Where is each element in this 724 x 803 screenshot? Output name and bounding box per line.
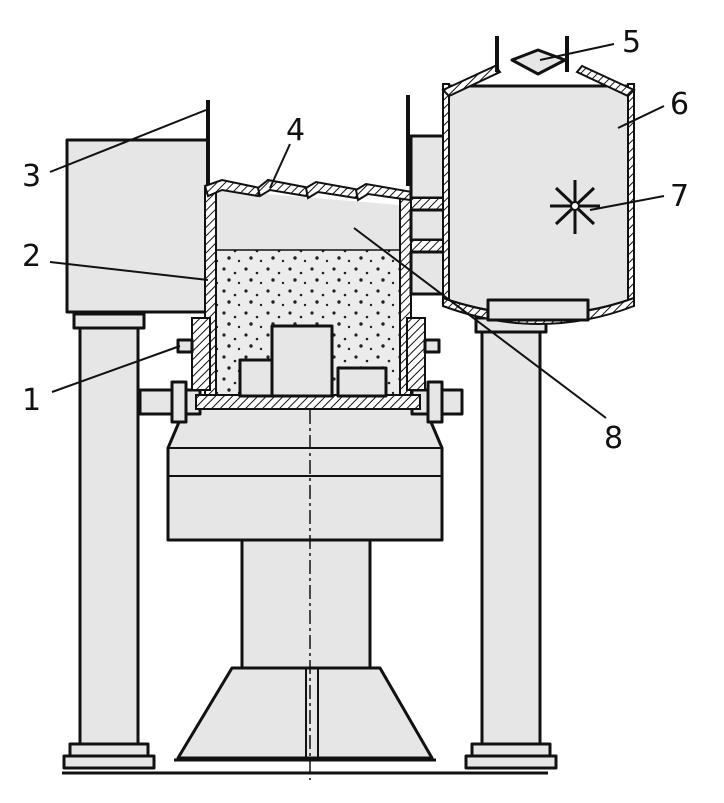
connecting-pipes (406, 95, 449, 296)
label-7: 7 (670, 179, 689, 214)
tank (441, 64, 636, 325)
label-3: 3 (22, 159, 41, 194)
leader-7 (589, 195, 665, 211)
clamp-ring-right (406, 317, 426, 391)
label-1: 1 (22, 383, 41, 418)
left-support-column (62, 312, 156, 770)
top-valve (495, 36, 569, 76)
right-support-column (464, 316, 558, 770)
label-4: 4 (286, 113, 305, 148)
base-housing (166, 406, 444, 762)
label-8: 8 (604, 421, 623, 456)
leader-8 (353, 227, 607, 419)
clamp-ring-left (191, 317, 211, 391)
leader-2 (49, 261, 209, 281)
label-6: 6 (670, 87, 689, 122)
stirrer (550, 180, 600, 234)
leader-3 (49, 109, 207, 173)
label-5: 5 (622, 25, 641, 60)
leader-1 (51, 345, 181, 393)
leader-6 (617, 105, 665, 129)
label-2: 2 (22, 239, 41, 274)
mixing-drum (176, 187, 441, 410)
left-bin (65, 100, 210, 314)
leader-5 (539, 43, 615, 61)
leader-4 (269, 143, 291, 189)
